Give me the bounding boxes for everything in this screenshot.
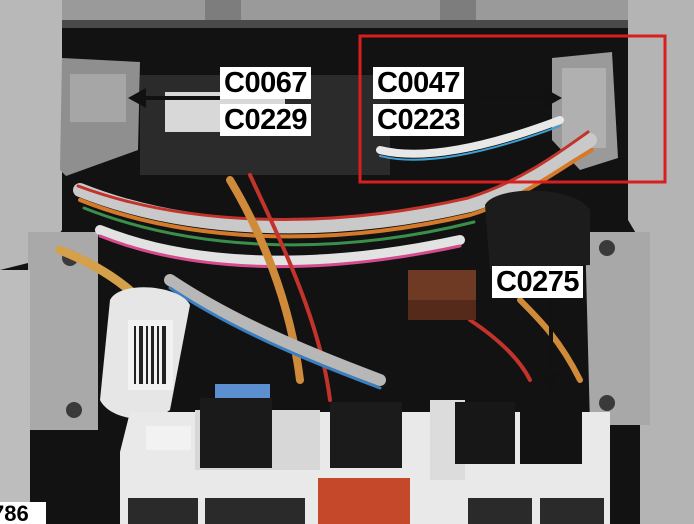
foam-block <box>485 190 590 270</box>
left-bezel <box>0 0 62 270</box>
right-screw-upper <box>599 240 615 256</box>
callout-c0047: C0047 <box>373 67 464 99</box>
top-trim <box>60 0 630 22</box>
white-tag <box>146 426 191 450</box>
bottom-key-4 <box>540 498 604 524</box>
arrow-right <box>482 88 562 108</box>
brown-connector-shade <box>408 300 476 320</box>
right-screw-lower <box>599 395 615 411</box>
arrow-left <box>128 88 220 108</box>
right-bracket <box>585 232 650 425</box>
connector-bottom-2 <box>330 402 402 468</box>
left-bezel-lower <box>0 270 30 524</box>
arrow-down <box>541 298 561 392</box>
callout-c0229: C0229 <box>220 104 311 136</box>
barcode-label <box>128 320 173 390</box>
bottom-key-3 <box>468 498 532 524</box>
connector-bottom-1 <box>200 398 272 468</box>
left-screw-lower <box>66 402 82 418</box>
hazard-button <box>318 478 410 524</box>
bottom-key-2 <box>205 498 305 524</box>
callout-c0223: C0223 <box>373 104 464 136</box>
connector-bottom-3 <box>455 402 515 464</box>
callout-c0067: C0067 <box>220 67 311 99</box>
left-bracket <box>28 232 98 430</box>
wire-harness <box>55 116 597 402</box>
bottom-key-1 <box>128 498 198 524</box>
figure-id: 786 <box>0 502 46 524</box>
left-connector-face <box>70 74 126 122</box>
right-clip <box>440 0 476 20</box>
blue-connector <box>215 384 270 400</box>
callout-c0275: C0275 <box>492 266 583 298</box>
left-clip <box>205 0 241 20</box>
top-trim-shadow <box>60 20 630 28</box>
connector-c0275 <box>520 396 582 464</box>
highlight-box <box>358 34 667 184</box>
